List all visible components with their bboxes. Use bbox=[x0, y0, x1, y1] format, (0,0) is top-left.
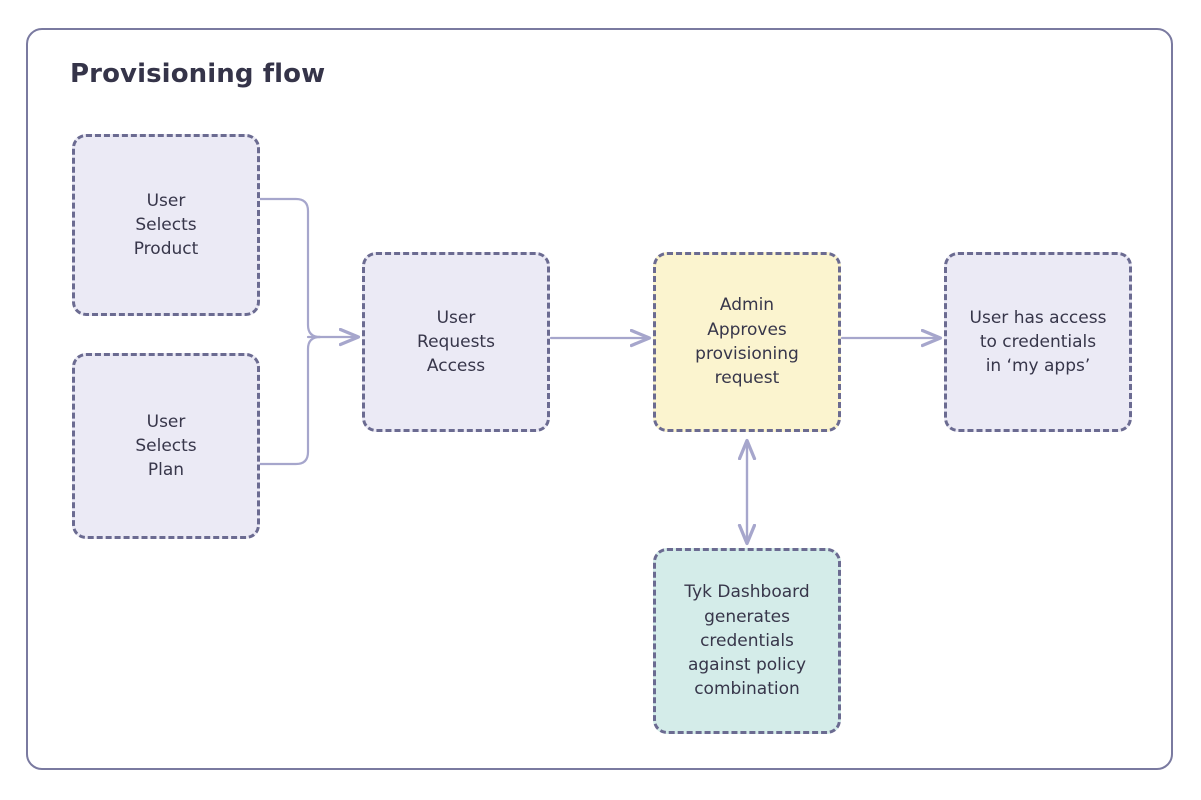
node-user-selects-product[interactable]: User Selects Product bbox=[72, 134, 260, 316]
node-tyk-dashboard[interactable]: Tyk Dashboard generates credentials agai… bbox=[653, 548, 841, 734]
node-admin-approves[interactable]: Admin Approves provisioning request bbox=[653, 252, 841, 432]
node-label: User Selects Plan bbox=[135, 411, 197, 481]
node-user-selects-plan[interactable]: User Selects Plan bbox=[72, 353, 260, 539]
diagram-title: Provisioning flow bbox=[70, 59, 326, 89]
diagram-frame bbox=[26, 28, 1173, 770]
node-label: User Selects Product bbox=[133, 190, 199, 260]
node-label: User Requests Access bbox=[417, 307, 495, 377]
node-user-requests-access[interactable]: User Requests Access bbox=[362, 252, 550, 432]
node-label: Tyk Dashboard generates credentials agai… bbox=[684, 582, 810, 700]
node-user-has-access[interactable]: User has access to credentials in ‘my ap… bbox=[944, 252, 1132, 432]
node-label: User has access to credentials in ‘my ap… bbox=[969, 307, 1107, 377]
node-label: Admin Approves provisioning request bbox=[695, 295, 799, 389]
